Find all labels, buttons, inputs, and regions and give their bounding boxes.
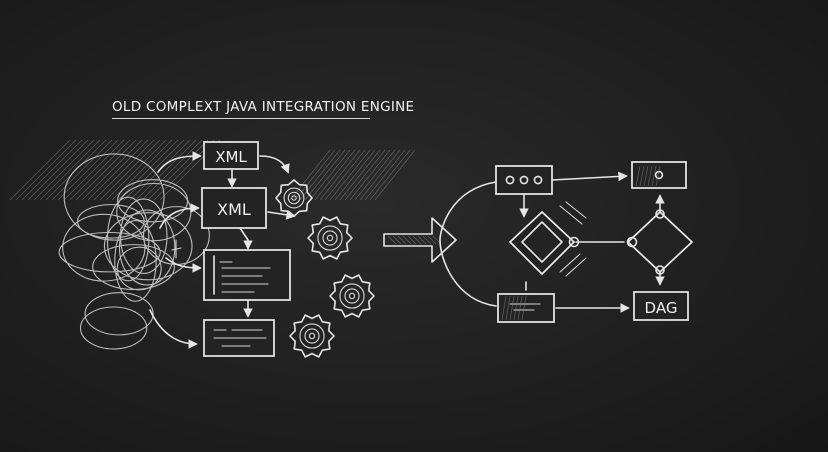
tangled-scribble [58,153,210,350]
dag-node-bottom-left [497,293,555,323]
xml-node-2-label: XML [217,200,251,219]
legacy-arrows [149,151,296,349]
diagram-title: OLD COMPLEXT JAVA INTEGRATION ENGINE [112,99,415,115]
gear-icons [275,179,375,358]
document-list-node [203,249,291,301]
title-underline [112,118,370,119]
tick-marks [171,239,182,259]
dag-decision-right [626,209,694,275]
xml-node-1: XML [203,141,259,170]
dag-decision-left [508,210,580,276]
document-lines-node [203,319,275,357]
dag-node-top-right [631,161,687,189]
transition-arrow [383,217,457,263]
dag-label: DAG [645,299,678,317]
dag-node: DAG [633,291,689,321]
xml-node-2: XML [201,187,267,229]
dag-node-top-left [495,165,553,195]
hatching-shading [9,139,416,201]
xml-node-1-label: XML [215,148,247,166]
